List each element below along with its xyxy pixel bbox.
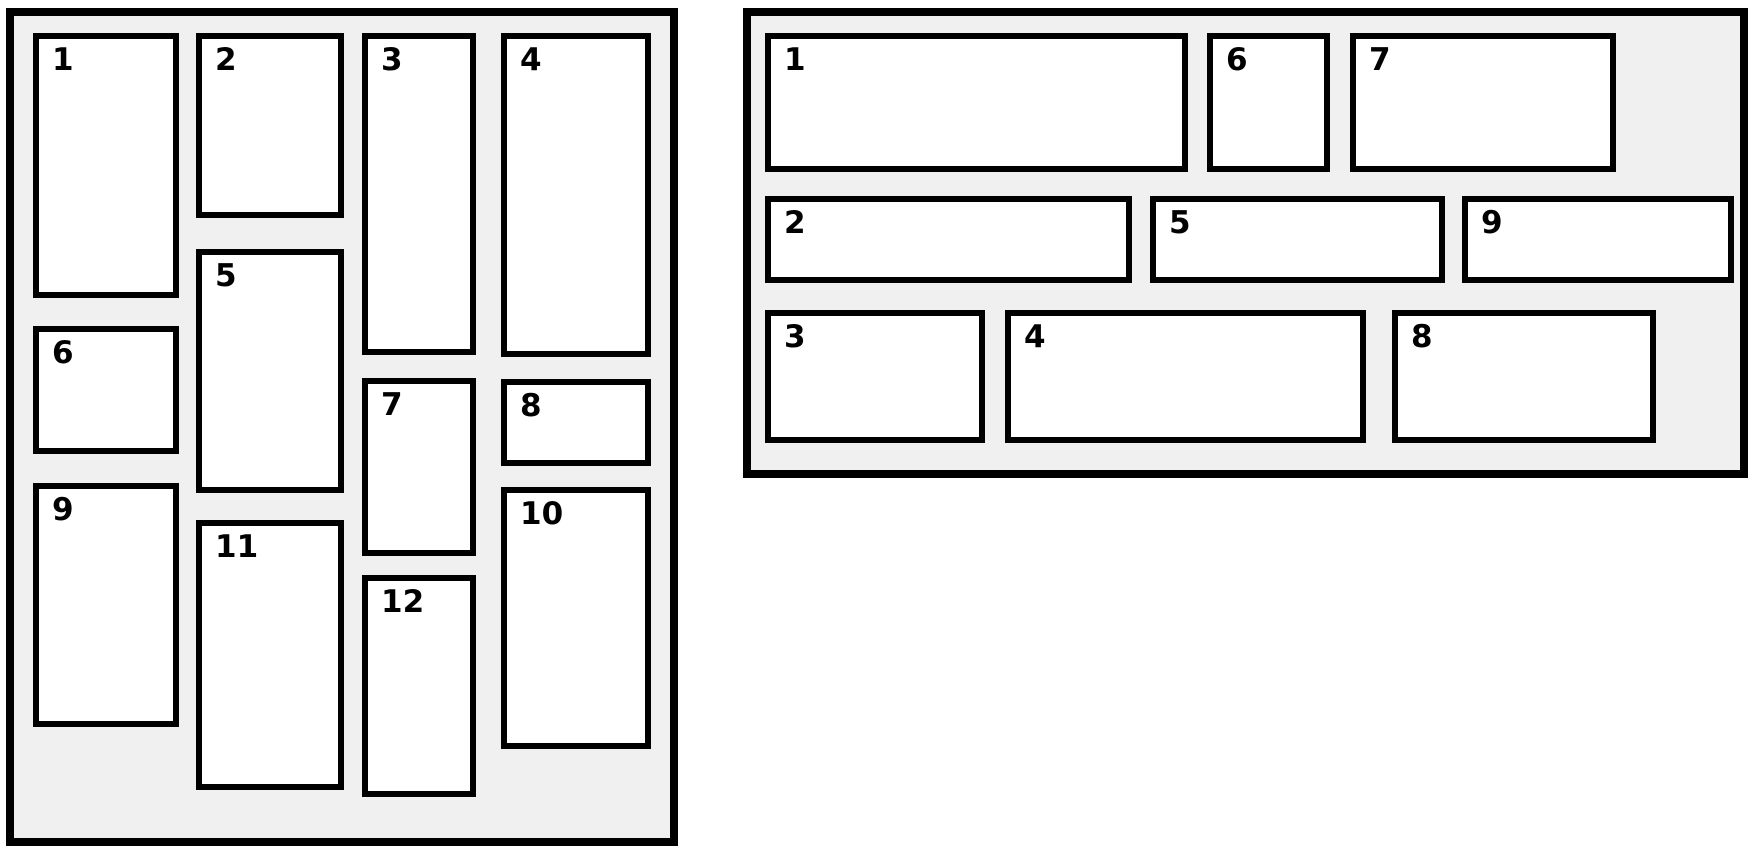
item-number-label: 9 (1481, 205, 1503, 241)
row-masonry-panel-item-1: 1 (765, 33, 1188, 172)
row-masonry-panel-item-2: 2 (765, 196, 1132, 283)
item-number-label: 2 (215, 42, 237, 78)
row-masonry-panel-item-3: 3 (765, 310, 985, 443)
item-number-label: 11 (215, 529, 259, 565)
row-masonry-panel-item-8: 8 (1392, 310, 1656, 443)
column-masonry-panel-item-3: 3 (362, 33, 476, 355)
column-masonry-panel-item-4: 4 (501, 33, 651, 357)
item-number-label: 6 (1226, 42, 1248, 78)
column-masonry-panel-item-11: 11 (196, 520, 344, 790)
item-number-label: 7 (1369, 42, 1391, 78)
row-masonry-panel-item-9: 9 (1462, 196, 1734, 283)
item-number-label: 9 (52, 492, 74, 528)
column-masonry-panel-item-7: 7 (362, 378, 476, 556)
column-masonry-panel-item-10: 10 (501, 487, 651, 749)
column-masonry-panel-item-9: 9 (33, 483, 179, 727)
item-number-label: 7 (381, 387, 403, 423)
item-number-label: 2 (784, 205, 806, 241)
item-number-label: 4 (1024, 319, 1046, 355)
item-number-label: 8 (520, 388, 542, 424)
item-number-label: 1 (784, 42, 806, 78)
row-masonry-panel-item-7: 7 (1350, 33, 1616, 172)
row-masonry-panel-item-4: 4 (1005, 310, 1366, 443)
item-number-label: 3 (381, 42, 403, 78)
row-masonry-panel: 1 6 7 2 5 9 3 4 8 (743, 8, 1748, 478)
item-number-label: 4 (520, 42, 542, 78)
item-number-label: 6 (52, 335, 74, 371)
column-masonry-panel-item-2: 2 (196, 33, 344, 218)
item-number-label: 3 (784, 319, 806, 355)
item-number-label: 10 (520, 496, 564, 532)
column-masonry-panel-item-1: 1 (33, 33, 179, 298)
row-masonry-panel-item-5: 5 (1150, 196, 1445, 283)
row-masonry-panel-item-6: 6 (1207, 33, 1330, 172)
column-masonry-panel-item-5: 5 (196, 249, 344, 493)
column-masonry-panel-item-12: 12 (362, 575, 476, 797)
item-number-label: 5 (215, 258, 237, 294)
column-masonry-panel-item-8: 8 (501, 379, 651, 466)
item-number-label: 8 (1411, 319, 1433, 355)
column-masonry-panel-item-6: 6 (33, 326, 179, 454)
item-number-label: 12 (381, 584, 425, 620)
item-number-label: 1 (52, 42, 74, 78)
item-number-label: 5 (1169, 205, 1191, 241)
